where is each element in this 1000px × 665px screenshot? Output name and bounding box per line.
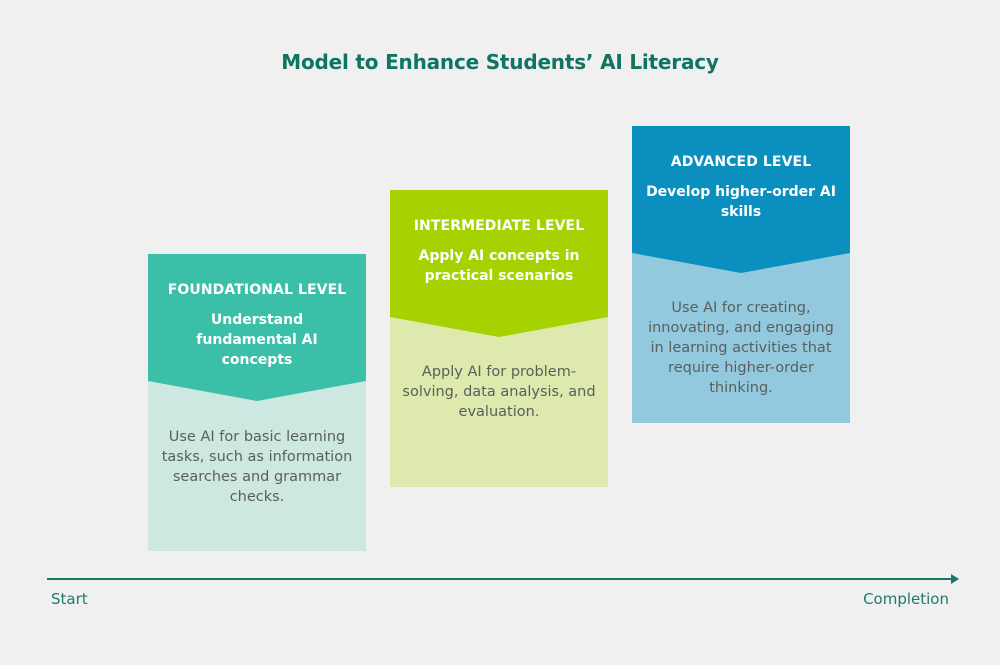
level-description-text: Apply AI for problem-solving, data analy… xyxy=(402,364,596,420)
intermediate-level-header: INTERMEDIATE LEVEL Apply AI concepts in … xyxy=(390,190,608,337)
level-goal: Develop higher-order AI skills xyxy=(646,184,836,220)
axis-end-label: Completion xyxy=(863,590,949,608)
level-description: Apply AI for problem-solving, data analy… xyxy=(390,362,608,422)
level-name: ADVANCED LEVEL xyxy=(670,154,812,170)
advanced-level-header: ADVANCED LEVEL Develop higher-order AI s… xyxy=(632,126,850,273)
level-description: Use AI for basic learning tasks, such as… xyxy=(148,427,366,507)
intermediate-level-card: INTERMEDIATE LEVEL Apply AI concepts in … xyxy=(390,190,608,487)
arrow-right-icon xyxy=(951,574,959,584)
foundational-level-card: FOUNDATIONAL LEVEL Understand fundamenta… xyxy=(148,254,366,551)
level-name: INTERMEDIATE LEVEL xyxy=(413,218,585,234)
level-goal: Apply AI concepts in practical scenarios xyxy=(418,248,580,284)
axis-start-label: Start xyxy=(51,590,88,608)
level-description-text: Use AI for creating, innovating, and eng… xyxy=(648,300,834,396)
level-name: FOUNDATIONAL LEVEL xyxy=(167,282,347,298)
level-description-text: Use AI for basic learning tasks, such as… xyxy=(161,429,353,505)
level-description: Use AI for creating, innovating, and eng… xyxy=(632,298,850,398)
progress-axis-line xyxy=(47,578,953,580)
level-goal: Understand fundamental AI concepts xyxy=(196,312,318,368)
diagram-title: Model to Enhance Students’ AI Literacy xyxy=(281,50,719,74)
advanced-level-card: ADVANCED LEVEL Develop higher-order AI s… xyxy=(632,126,850,423)
foundational-level-header: FOUNDATIONAL LEVEL Understand fundamenta… xyxy=(148,254,366,401)
